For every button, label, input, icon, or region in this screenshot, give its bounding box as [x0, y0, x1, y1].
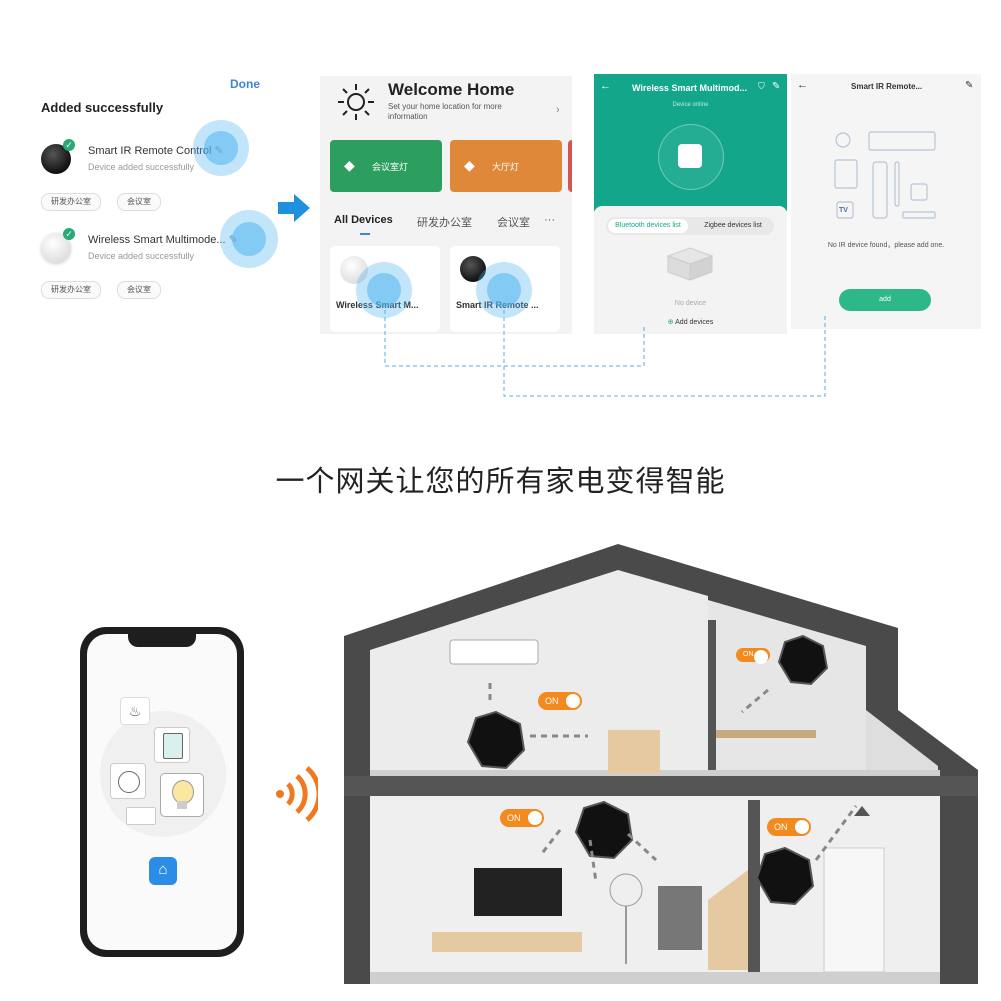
home-screen: Welcome Home Set your home location for … — [320, 76, 572, 334]
touch-indicator — [220, 210, 278, 268]
bulb-icon — [160, 773, 204, 817]
control-arrows — [488, 678, 858, 883]
tab-room[interactable]: 会议室 — [497, 217, 530, 229]
tab-bluetooth[interactable]: Bluetooth devices list — [608, 219, 688, 233]
socket-icon — [110, 763, 146, 799]
ir-title: Smart IR Remote... — [851, 82, 923, 91]
more-icon[interactable]: ··· — [544, 214, 555, 226]
gateway-device-icon — [678, 144, 702, 168]
gateway-hub-icon — [755, 846, 815, 906]
on-switch[interactable]: ON — [767, 818, 811, 836]
empty-text: No device — [674, 300, 707, 307]
smart-home-app-icon[interactable]: ⌂ — [149, 857, 177, 885]
scene-tile-partial[interactable] — [568, 140, 572, 192]
phone-notch — [128, 633, 196, 647]
add-button[interactable]: add — [839, 289, 931, 311]
gateway-screen: ← Wireless Smart Multimod... ⛉ ✎ Device … — [594, 74, 787, 334]
check-icon: ✓ — [63, 228, 75, 240]
edit-icon[interactable]: ✎ — [772, 81, 781, 92]
empty-message: No IR device found，please add one. — [827, 242, 945, 249]
on-switch[interactable]: ON — [500, 809, 544, 827]
device-name: Wireless Smart Multimode... ✎ — [88, 234, 238, 246]
check-icon: ✓ — [63, 139, 75, 151]
welcome-subtitle: Set your home location for more informat… — [388, 102, 502, 121]
tab-indicator — [360, 233, 370, 235]
empty-box-icon — [666, 247, 714, 281]
list-tabs: Bluetooth devices list Zigbee devices li… — [606, 217, 774, 235]
ir-remote-device-icon — [460, 256, 486, 282]
edit-icon[interactable]: ✎ — [965, 80, 974, 91]
wireless-signal-icon — [276, 766, 318, 822]
online-status: Device online — [672, 102, 709, 108]
device-status: Device added successfully — [88, 162, 195, 172]
arrow-right-icon — [278, 194, 310, 222]
chevron-right-icon[interactable]: › — [556, 104, 560, 116]
back-arrow-icon[interactable]: ← — [600, 80, 611, 92]
headline: 一个网关让您的所有家电变得智能 — [275, 466, 726, 498]
device-row-gateway[interactable]: ✓ Wireless Smart Multimode... ✎ Device a… — [41, 225, 271, 285]
tv-icon-label: TV — [839, 207, 848, 214]
touch-indicator — [476, 262, 532, 318]
rice-cooker-icon: ♨ — [120, 697, 150, 725]
gateway-device-icon — [340, 256, 368, 284]
air-conditioner-icon — [126, 807, 156, 825]
gateway-hub-icon — [777, 634, 829, 686]
room-chip[interactable]: 研发办公室 — [41, 281, 101, 299]
device-row-ir[interactable]: ✓ Smart IR Remote Control ✎ Device added… — [41, 136, 271, 196]
shield-icon[interactable]: ⛉ — [758, 81, 765, 91]
on-switch[interactable]: ON — [736, 648, 770, 664]
sun-icon — [338, 84, 374, 120]
added-title: Added successfully — [41, 100, 164, 115]
gateway-hub-icon — [466, 710, 526, 770]
tab-zigbee[interactable]: Zigbee devices list — [704, 222, 762, 229]
on-switch[interactable]: ON — [538, 692, 582, 710]
add-devices-link[interactable]: ⊕ Add devices — [667, 319, 714, 326]
phone-frame: ♨ ⌂ — [80, 627, 244, 957]
done-button[interactable]: Done — [230, 77, 260, 91]
tag-icon: ◆ — [464, 157, 475, 173]
scene-tile[interactable]: ◆ 会议室灯 — [330, 140, 442, 192]
tag-icon: ◆ — [344, 157, 355, 173]
appliance-illustration — [834, 131, 936, 219]
touch-indicator — [193, 120, 249, 176]
gateway-title: Wireless Smart Multimod... — [632, 83, 747, 93]
room-chip[interactable]: 研发办公室 — [41, 193, 101, 211]
device-status: Device added successfully — [88, 251, 195, 261]
room-chip[interactable]: 会议室 — [117, 193, 161, 211]
room-chip[interactable]: 会议室 — [117, 281, 161, 299]
scene-tile[interactable]: ◆ 大厅灯 — [450, 140, 562, 192]
back-arrow-icon[interactable]: ← — [797, 79, 808, 91]
welcome-title: Welcome Home — [388, 80, 515, 99]
plus-circle-icon: ⊕ — [667, 319, 674, 326]
tab-all-devices[interactable]: All Devices — [334, 214, 393, 226]
touch-indicator — [356, 262, 412, 318]
tab-room[interactable]: 研发办公室 — [417, 217, 472, 229]
connector-lines — [384, 310, 826, 397]
ir-screen: ← Smart IR Remote... ✎ TV No IR device f… — [791, 74, 981, 329]
fridge-icon — [154, 727, 190, 763]
